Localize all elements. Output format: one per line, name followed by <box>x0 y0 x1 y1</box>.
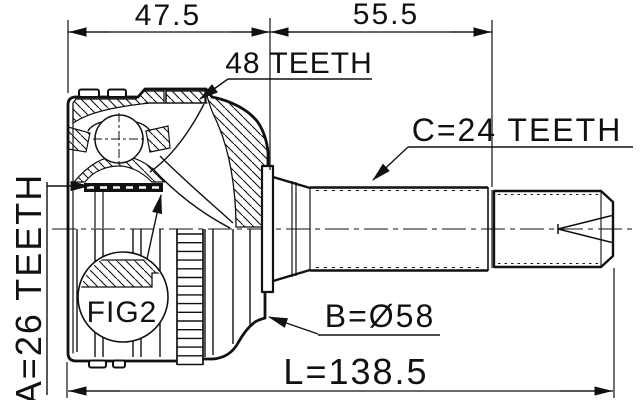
label-leaders <box>46 78 633 395</box>
dimension-overall-length: L=138.5 <box>283 351 429 392</box>
label-body-diameter: B=Ø58 <box>324 298 436 334</box>
flange-and-shaft <box>260 164 615 294</box>
label-shaft-spline-teeth: C=24 TEETH <box>411 112 623 148</box>
label-inner-spline-teeth: A=26 TEETH <box>8 172 49 400</box>
housing-section-hatching <box>67 90 269 228</box>
bearing-ball <box>93 113 147 167</box>
dimension-top-left-value: 47.5 <box>134 0 202 32</box>
inner-spline-band <box>84 183 163 228</box>
dimension-top-right-value: 55.5 <box>352 0 420 31</box>
label-abs-ring-teeth: 48 TEETH <box>225 47 373 80</box>
label-detail-reference: FIG2 <box>86 296 158 329</box>
fig2-detail-circle <box>77 193 169 343</box>
abs-ring-rack <box>176 229 204 366</box>
dimension-lines <box>66 18 615 398</box>
